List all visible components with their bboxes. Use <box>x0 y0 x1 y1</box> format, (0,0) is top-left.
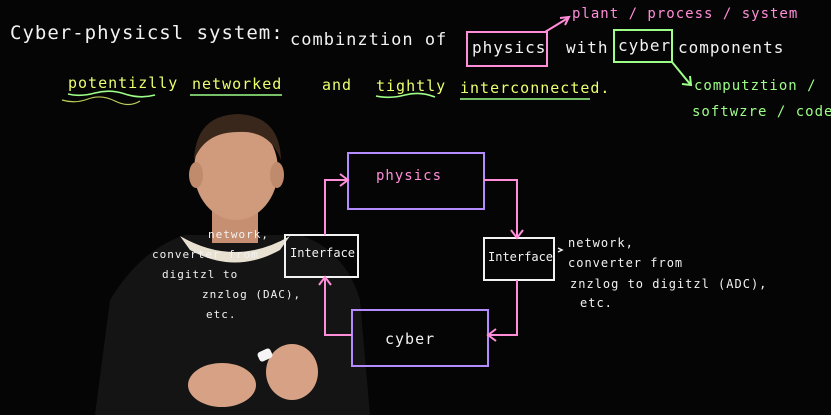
right-interface-to-cyber <box>488 280 518 336</box>
cyber-box <box>351 309 489 367</box>
and-text: and <box>322 76 353 94</box>
potentially-underline <box>67 90 156 98</box>
right-interface-label: Interface <box>488 250 554 264</box>
presenter-hand-right <box>266 344 318 400</box>
presenter-hand-left <box>188 363 256 407</box>
physics-to-right-interface <box>484 179 518 238</box>
right-note-line: converter from <box>568 256 684 270</box>
right-note-brace <box>557 247 564 253</box>
presenter-ear-left <box>189 162 203 188</box>
potentially-text: potentizlly <box>68 74 179 92</box>
left-note-line: network, <box>208 228 269 241</box>
computation-note-line2: softwzre / code <box>692 104 831 120</box>
cyber-to-left-interface <box>324 277 352 336</box>
physics-word: physics <box>472 38 547 57</box>
cyber-word: cyber <box>618 36 672 55</box>
marker <box>257 348 273 362</box>
plant-note: plant / process / system <box>572 6 799 22</box>
left-note-line: digitzl to <box>162 268 239 281</box>
physics-highlight-box <box>466 31 548 67</box>
left-interface-box <box>284 234 359 278</box>
title-label: Cyber-physicsl system: <box>10 22 284 44</box>
networked-text: networked <box>192 75 283 93</box>
components-text: components <box>678 38 785 57</box>
right-note-line: znzlog to digitzl (ADC), <box>570 277 768 291</box>
left-note-line: etc. <box>206 308 237 321</box>
presenter-head <box>194 120 278 220</box>
physics-box-label: physics <box>376 168 443 184</box>
right-note-line: etc. <box>580 296 613 310</box>
presenter-hair <box>194 114 281 160</box>
tightly-underline <box>375 92 436 99</box>
tightly-text: tightly <box>376 77 447 95</box>
cyber-highlight-box <box>613 29 673 63</box>
left-interface-to-physics <box>324 179 348 235</box>
presenter-collar <box>180 236 290 263</box>
left-note-line: znzlog (DAC), <box>202 288 302 301</box>
computation-note-line1: computztion / <box>694 78 817 94</box>
left-note-line: converter from <box>152 248 259 261</box>
plant-arrow <box>544 17 569 33</box>
right-interface-box <box>483 237 555 281</box>
interconnected-text: interconnected. <box>460 79 611 97</box>
combination-text: combinztion of <box>290 30 448 50</box>
cyber-box-label: cyber <box>385 330 436 348</box>
presenter-ear-right <box>270 162 284 188</box>
right-note-line: network, <box>568 236 634 250</box>
with-text: with <box>566 38 609 57</box>
left-interface-label: Interface <box>290 246 356 260</box>
computation-arrow <box>671 61 691 85</box>
